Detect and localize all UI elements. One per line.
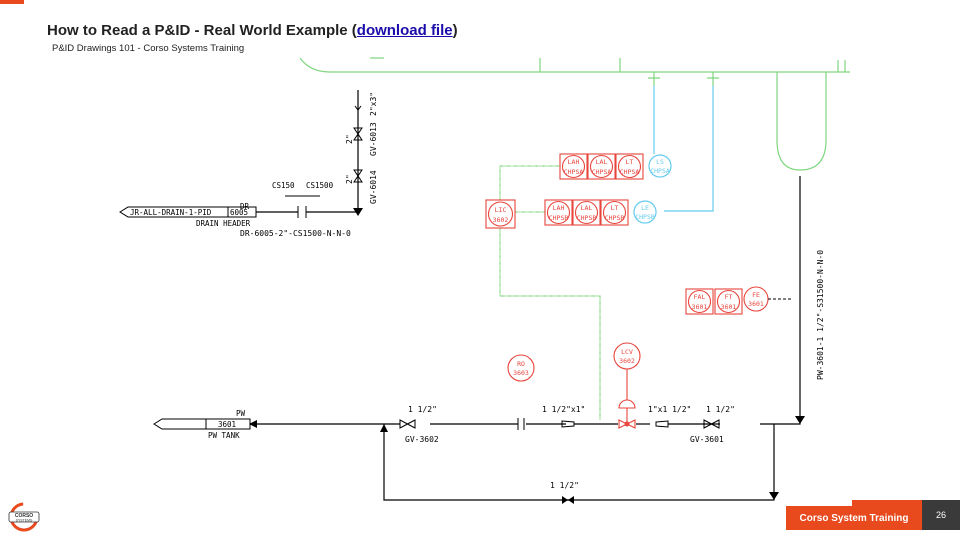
pw-label: PW [236, 409, 246, 418]
lah-chpsb-top: LAH [553, 204, 565, 212]
drain-line-label: DR-6005-2"-CS1500-N-N-0 [240, 229, 351, 238]
bypass-valve [562, 496, 574, 504]
ls-bottom-label: CHPSA [650, 167, 670, 175]
fe-bottom: 3601 [748, 300, 764, 308]
cs1500-label: CS1500 [306, 181, 334, 190]
lic-top: LIC [495, 206, 507, 214]
pw-tank-label: PW TANK [208, 431, 240, 440]
page-number-text: 26 [935, 510, 946, 520]
flow-instrument-labels: FAL 3601 FT 3601 FE 3601 [692, 291, 764, 311]
arrowheads [353, 208, 805, 500]
lcv-bubble [613, 342, 641, 370]
lcv-actuator [618, 369, 636, 424]
level-switch-lines [653, 86, 714, 212]
lcv-bottom: 3602 [619, 357, 635, 365]
ls-top-label: LS [656, 158, 664, 166]
size-1-5-b-label: 1 1/2" [706, 405, 735, 414]
pw-vertical-label: PW-3601-1 1/2"-S31500-N-N-0 [816, 250, 825, 380]
corso-logo: CORSO SYSTEMS [6, 502, 42, 532]
title-prefix: How to Read a P&ID - Real World Example … [47, 22, 357, 39]
lt-chpsa-bottom: CHPSA [620, 168, 640, 176]
logo-text-2: SYSTEMS [16, 519, 33, 523]
lal-chpsb-bottom: CHPSB [577, 214, 597, 222]
ro-bottom: 3603 [513, 369, 529, 377]
pw-tank-connector [153, 418, 251, 430]
page-subtitle: P&ID Drawings 101 - Corso Systems Traini… [52, 43, 245, 54]
signal-lines-solid [499, 165, 601, 420]
gv-3601-label: GV-3601 [690, 435, 724, 444]
page-number: 26 [922, 500, 960, 530]
size-2x3-label: 2"x3" [369, 92, 378, 116]
size-reducer-b-label: 1"x1 1/2" [648, 405, 691, 414]
gv-6014-label: GV-6014 [369, 170, 378, 204]
vessel-outline [299, 57, 850, 171]
gv-3602-valve [399, 419, 416, 429]
cs150-label: CS150 [272, 181, 295, 190]
lal-chpsa-top: LAL [596, 158, 608, 166]
footer-brand-bar: Corso System Training [786, 506, 922, 530]
gv-6013-label: GV-6013 [369, 122, 378, 156]
le-top-label: LE [641, 204, 649, 212]
fe-top: FE [752, 291, 760, 299]
ls-chpsa-bubble [648, 154, 672, 178]
gate-valve-gv-6013 [353, 105, 363, 183]
drain-flange [285, 195, 320, 218]
lt-chpsb-top: LT [611, 204, 619, 212]
reducer-b [655, 420, 669, 428]
pw-num-label: 3601 [218, 420, 236, 429]
lah-chpsb-bottom: CHPSB [549, 214, 569, 222]
logo-text-1: CORSO [15, 513, 33, 519]
lt-chpsa-top: LT [626, 158, 634, 166]
flow-instruments [685, 286, 792, 315]
size-2-label-a: 2" [345, 134, 354, 144]
fal-top: FAL [694, 293, 706, 301]
lic-bottom: 3602 [493, 216, 509, 224]
ro-top: RO [517, 360, 525, 368]
fal-bottom: 3601 [692, 303, 708, 311]
drain-header-label: DRAIN HEADER [196, 219, 251, 228]
reducer-a [561, 420, 575, 428]
gv-3602-label: GV-3602 [405, 435, 439, 444]
lcv-top: LCV [621, 348, 633, 356]
size-1-5-a-label: 1 1/2" [408, 405, 437, 414]
ft-bottom: 3601 [721, 303, 737, 311]
instrument-row-2 [485, 199, 629, 229]
lt-chpsb-bottom: CHPSB [605, 214, 625, 222]
size-bypass-label: 1 1/2" [550, 481, 579, 490]
lal-chpsb-top: LAL [581, 204, 593, 212]
drain-ref-label: JR-ALL-DRAIN-1-PID [130, 208, 212, 217]
instrument-row-2-labels: LAH CHPSB LAL CHPSB LT CHPSB LIC 3602 [493, 204, 625, 224]
footer-brand: Corso System Training [799, 512, 909, 524]
footer-accent [852, 500, 922, 506]
ft-top: FT [725, 293, 733, 301]
gv-3601-valve [703, 419, 720, 429]
ro-bubble [507, 354, 535, 382]
lah-chpsa-bottom: CHPSA [564, 168, 584, 176]
drain-num-label: 6005 [230, 208, 248, 217]
title-suffix: ) [452, 22, 458, 39]
page-title: How to Read a P&ID - Real World Example … [47, 22, 458, 39]
instrument-row-1 [559, 153, 644, 180]
le-bottom-label: CHPSB [635, 213, 655, 221]
lah-chpsa-top: LAH [568, 158, 580, 166]
le-chpsb-bubble [633, 200, 657, 224]
size-reducer-a-label: 1 1/2"x1" [542, 405, 585, 414]
lal-chpsa-bottom: CHPSA [592, 168, 612, 176]
lcv-valve [618, 419, 636, 429]
ro-orifice [517, 418, 525, 430]
top-accent-bar [0, 0, 24, 4]
size-2-label-b: 2" [345, 174, 354, 184]
instrument-row-1-labels: LAH CHPSA LAL CHPSA LT CHPSA [564, 158, 640, 176]
drain-offpage-connector [119, 206, 257, 218]
download-file-link[interactable]: download file [356, 22, 453, 39]
